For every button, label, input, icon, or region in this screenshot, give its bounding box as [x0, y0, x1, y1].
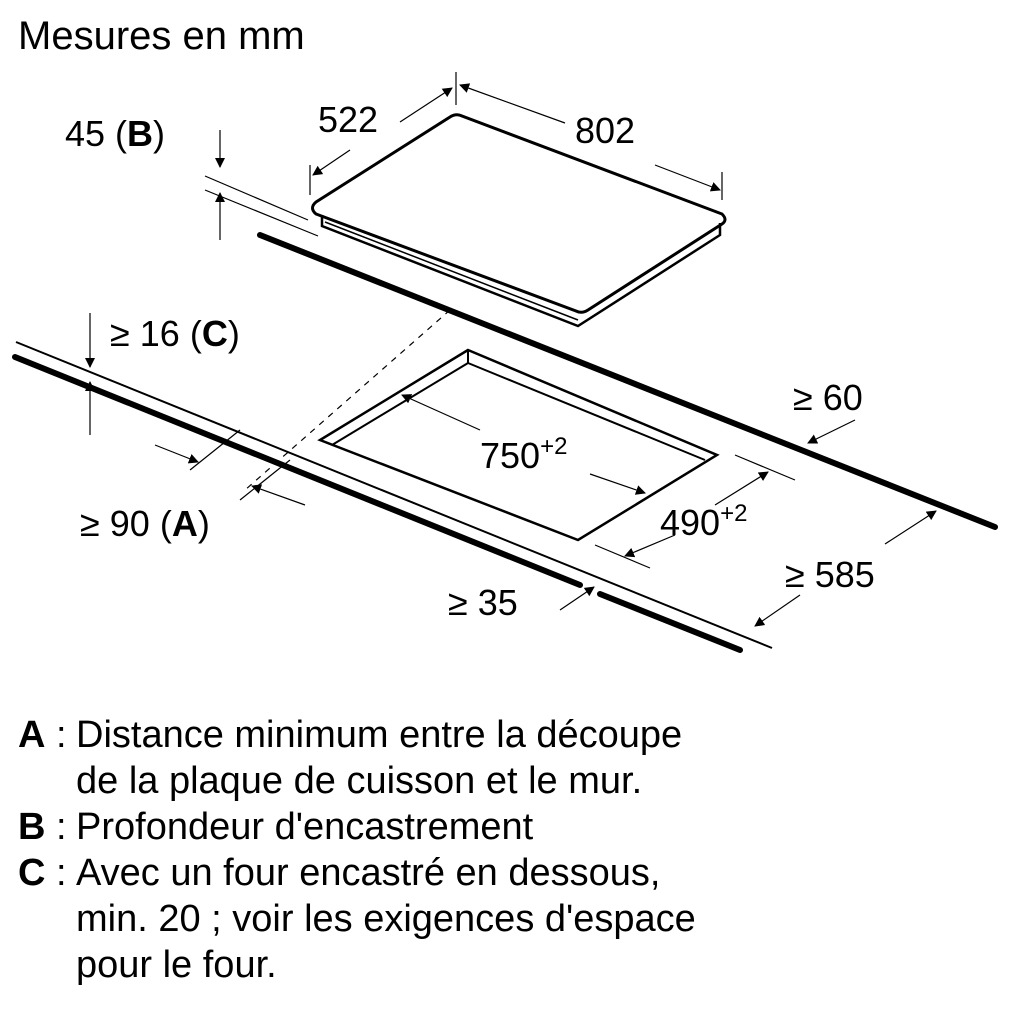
dim-cut-width: 750+2	[480, 435, 567, 474]
legend-item-b: B: Profondeur d'encastrement	[18, 806, 534, 848]
legend-item-c: C: Avec un four encastré en dessous,min.…	[18, 852, 696, 986]
dim-cut-depth-value: 490	[660, 502, 721, 543]
legend-text: min. 20 ; voir les exigences d'espace	[76, 898, 696, 940]
dim-front-gap: ≥ 35	[448, 582, 518, 623]
dim-min-c-value: ≥ 16	[110, 313, 180, 354]
dim-cut-width-value: 750	[480, 435, 541, 476]
legend-text: Avec un four encastré en dessous,	[76, 852, 661, 894]
dim-cut-width-tol: +2	[540, 433, 568, 460]
dim-hob-width: 802	[575, 110, 636, 151]
dim-cut-depth-tol: +2	[720, 500, 748, 527]
dim-min-a-key: A	[171, 503, 198, 544]
worktop-back-edge	[257, 232, 998, 530]
dim-back-gap: ≥ 60	[793, 377, 863, 418]
installation-diagram	[12, 72, 998, 653]
legend-key: A	[18, 714, 46, 756]
dim-worktop-depth: ≥ 585	[785, 554, 875, 595]
page-title: Mesures en mm	[18, 14, 305, 58]
legend-text: Profondeur d'encastrement	[76, 806, 534, 848]
legend-key: C	[18, 852, 46, 894]
worktop-front-edge	[12, 354, 583, 588]
dim-min-a: ≥ 90 (A)	[80, 503, 210, 544]
hob-side	[320, 215, 722, 328]
cutout	[317, 348, 720, 542]
dim-min-a-value: ≥ 90	[80, 503, 150, 544]
legend-text: pour le four.	[76, 944, 277, 986]
legend-text: Distance minimum entre la découpe	[76, 714, 683, 756]
dim-depth-b-key: B	[127, 113, 154, 154]
legend-text: de la plaque de cuisson et le mur.	[76, 760, 643, 802]
dim-hob-depth: 522	[318, 99, 379, 140]
dim-cut-depth: 490+2	[660, 502, 747, 541]
dim-min-c: ≥ 16 (C)	[110, 313, 240, 354]
dim-depth-b-value: 45	[65, 113, 106, 154]
dim-depth-b: 45 (B)	[65, 113, 166, 154]
hob-top	[311, 113, 727, 314]
legend-key: B	[18, 806, 46, 848]
dim-min-c-key: C	[201, 313, 228, 354]
